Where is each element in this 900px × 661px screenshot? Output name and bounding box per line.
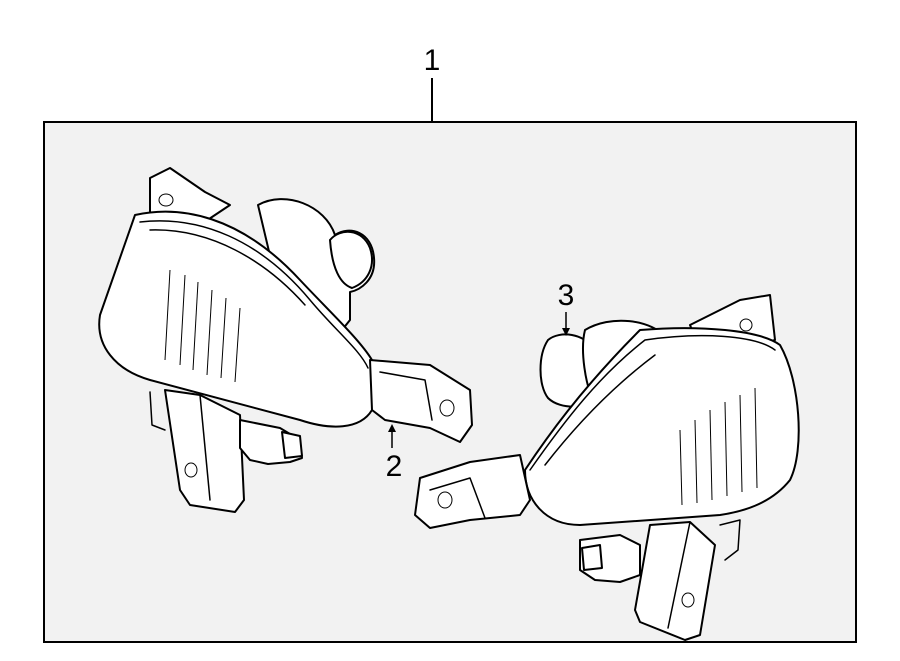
callout-1-label: 1 bbox=[424, 44, 441, 77]
callout-2-arrow bbox=[388, 424, 396, 432]
callout-3-arrow bbox=[562, 328, 570, 336]
callout-2-label: 2 bbox=[386, 450, 403, 483]
callout-3-label: 3 bbox=[558, 279, 575, 312]
fog-lamp-right bbox=[414, 294, 800, 641]
fog-lamp-left bbox=[98, 167, 473, 513]
